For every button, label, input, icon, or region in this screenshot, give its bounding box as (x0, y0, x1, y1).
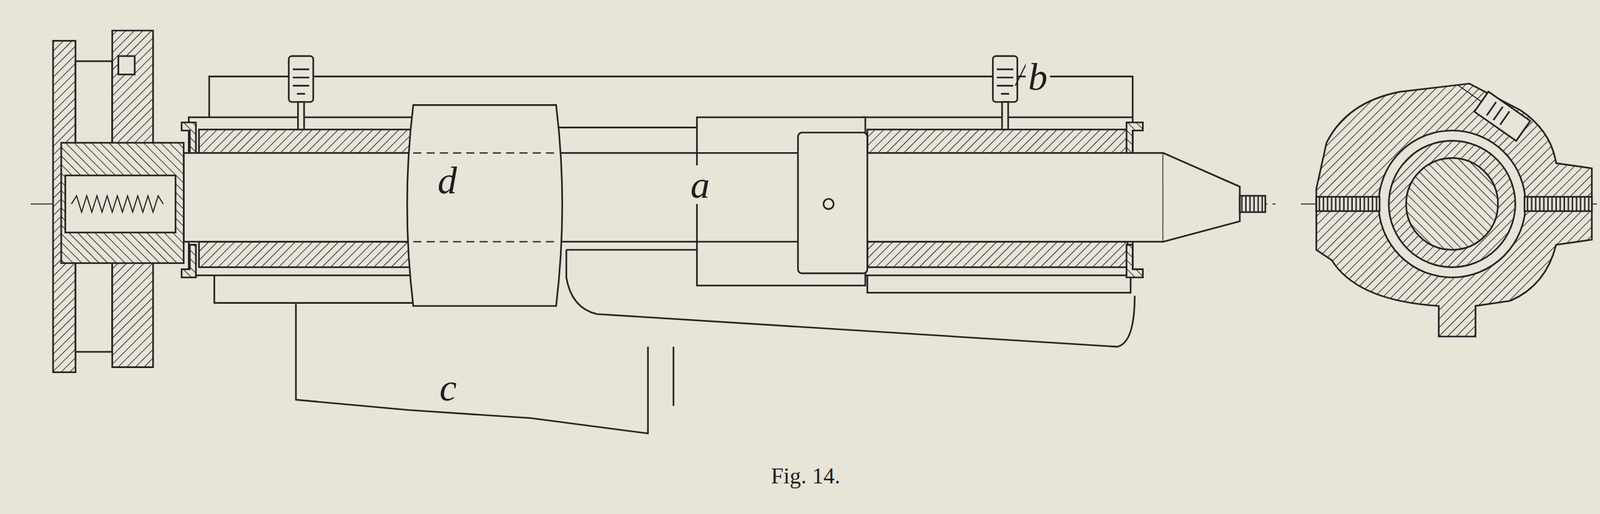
part-letter: c (436, 368, 460, 408)
part-letter: b (1025, 57, 1051, 97)
part-letter: a (687, 165, 713, 205)
figure-caption: Fig. 14. (770, 465, 841, 488)
part-letter: d (435, 161, 460, 200)
